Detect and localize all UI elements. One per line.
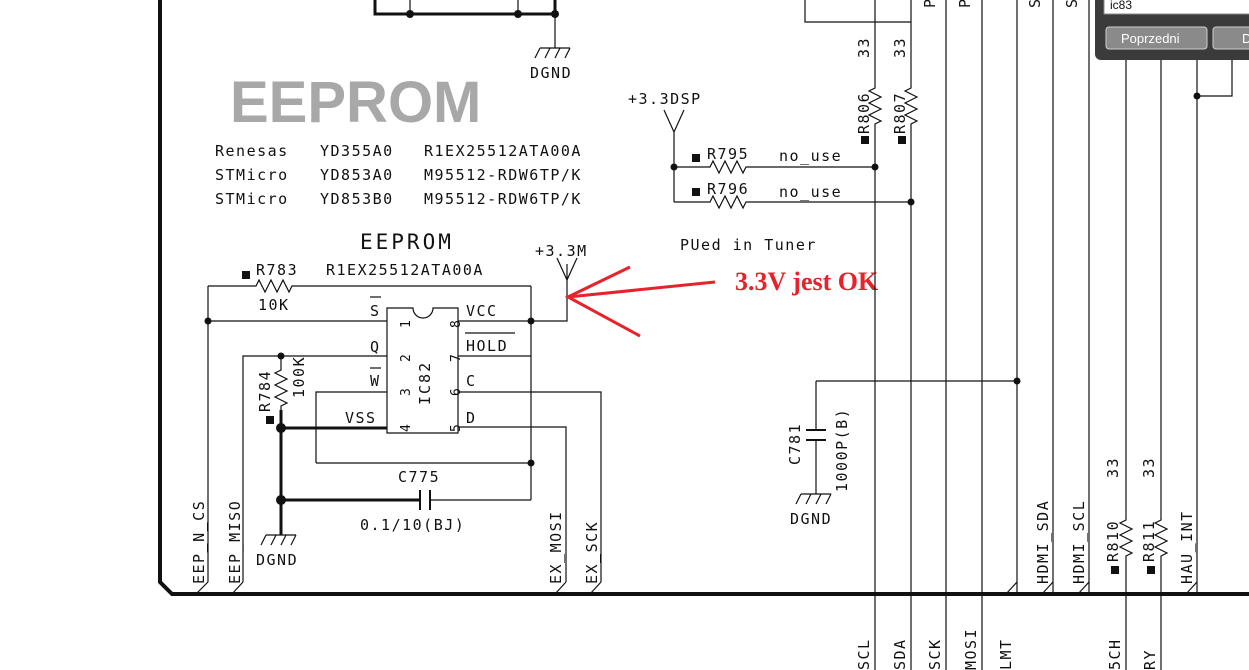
svg-text:3: 3 [399,388,414,396]
red-annotation: 3.3V jest OK [564,265,879,338]
svg-text:R806: R806 [855,92,873,134]
svg-text:P: P [921,0,939,8]
svg-text:C781: C781 [786,423,804,465]
ic82-chip: IC82 1 2 3 4 5 6 7 8 S Q W VSS VCC HOLD … [345,296,515,434]
svg-text:C: C [466,372,477,390]
svg-text:Q: Q [370,338,381,356]
svg-text:2: 2 [399,354,414,362]
resistor-r783: R783 R1EX25512ATA00A 10K [208,261,531,314]
parts-table: Renesas YD355A0 R1EX25512ATA00A STMicro … [215,142,582,208]
svg-text:33: 33 [891,37,909,58]
r795-value: no_use [779,147,842,165]
svg-text:100K: 100K [290,356,308,398]
svg-text:VSS: VSS [345,409,377,427]
svg-text:EX_SCK: EX_SCK [583,521,601,584]
svg-text:33: 33 [1104,457,1122,478]
next-button-label: D [1242,31,1249,46]
svg-text:LMT: LMT [997,638,1015,670]
svg-text:SDA: SDA [891,638,909,670]
svg-text:8: 8 [449,320,464,328]
bottom-nets: SCL SDA SCK MOSI LMT 5CH RY [855,628,1159,670]
svg-text:P: P [956,0,974,8]
code-0: YD355A0 [320,142,394,160]
dgnd-label-c781: DGND [790,510,832,528]
svg-text:HDMI_SCL: HDMI_SCL [1070,500,1088,584]
svg-text:S: S [1063,0,1081,8]
svg-text:HOLD: HOLD [466,337,508,355]
svg-text:EEP_MISO: EEP_MISO [226,500,244,584]
svg-text:HAU_INT: HAU_INT [1178,510,1196,584]
svg-text:R807: R807 [891,92,909,134]
svg-text:R810: R810 [1104,520,1122,562]
r796-value: no_use [779,183,842,201]
svg-text:W: W [370,372,381,390]
r795-ref: R795 [707,145,749,163]
part-0: R1EX25512ATA00A [424,142,582,160]
svg-text:0.1/10(BJ): 0.1/10(BJ) [360,516,465,534]
board-border [158,0,1249,596]
part-1: M95512-RDW6TP/K [424,166,582,184]
next-button[interactable] [1212,26,1249,50]
svg-text:10K: 10K [258,296,290,314]
svg-text:+3.3M: +3.3M [535,242,588,260]
section-title: EEPROM [230,70,481,135]
net-labels: EEP_N_CS EEP_MISO EX_MOSI EX_SCK HDMI_SD… [190,500,1198,595]
dgnd-label-top: DGND [530,64,572,82]
svg-text:R1EX25512ATA00A: R1EX25512ATA00A [326,261,484,279]
code-2: YD853B0 [320,190,394,208]
resistors-r810-r811: R810 R811 33 33 [1104,60,1233,670]
capacitor-c781: C781 1000P(B) DGND [786,381,851,528]
prev-button-label: Poprzedni [1121,31,1180,46]
capacitor-c775: C775 0.1/10(BJ) [360,468,465,534]
chip-wiring: DGND [204,280,602,582]
svg-text:+3.3DSP: +3.3DSP [628,90,702,108]
svg-text:33: 33 [1140,457,1158,478]
vertical-nets [816,0,1090,670]
code-1: YD853A0 [320,166,394,184]
maker-1: STMicro [215,166,289,184]
top-partial-circuit: DGND [373,0,572,82]
svg-text:RY: RY [1141,649,1159,670]
svg-text:R783: R783 [256,261,298,279]
svg-text:R811: R811 [1140,520,1158,562]
dgnd-label-ic: DGND [256,551,298,569]
search-field[interactable] [1103,0,1249,15]
svg-text:1: 1 [399,320,414,328]
resistor-r784: R784 100K [256,356,308,428]
maker-2: STMicro [215,190,289,208]
svg-text:6: 6 [449,388,464,396]
svg-text:SCK: SCK [926,638,944,670]
svg-text:MOSI: MOSI [962,628,980,670]
svg-text:HDMI_SDA: HDMI_SDA [1034,500,1052,584]
svg-text:VCC: VCC [466,302,498,320]
supply-3v3dsp: +3.3DSP R795 no_use R796 no_use [628,90,915,210]
svg-text:EEP_N_CS: EEP_N_CS [190,500,208,584]
resistors-r806-r807: R806 R807 33 33 P P S S [804,0,1081,670]
svg-text:33: 33 [855,37,873,58]
svg-text:4: 4 [399,424,414,432]
prev-button[interactable] [1105,26,1208,50]
part-2: M95512-RDW6TP/K [424,190,582,208]
svg-text:EX_MOSI: EX_MOSI [547,510,565,584]
chip-ref: IC82 [416,361,434,405]
r796-ref: R796 [707,180,749,198]
maker-0: Renesas [215,142,289,160]
svg-text:5: 5 [449,424,464,432]
svg-text:S: S [370,302,381,320]
svg-text:R784: R784 [256,370,274,412]
search-dialog: ic83 Poprzedni D [1095,0,1249,60]
svg-text:S: S [1026,0,1044,8]
pued-note: PUed in Tuner [680,236,817,254]
svg-text:D: D [466,409,477,427]
supply-3v3m: +3.3M [535,242,588,282]
search-field-value: ic83 [1110,0,1132,12]
svg-text:5CH: 5CH [1106,638,1124,670]
annotation-text: 3.3V jest OK [735,267,879,296]
chip-title: EEPROM [360,230,454,254]
svg-text:7: 7 [449,354,464,362]
svg-text:1000P(B): 1000P(B) [833,408,851,492]
svg-text:SCL: SCL [855,638,873,670]
svg-text:C775: C775 [398,468,440,486]
